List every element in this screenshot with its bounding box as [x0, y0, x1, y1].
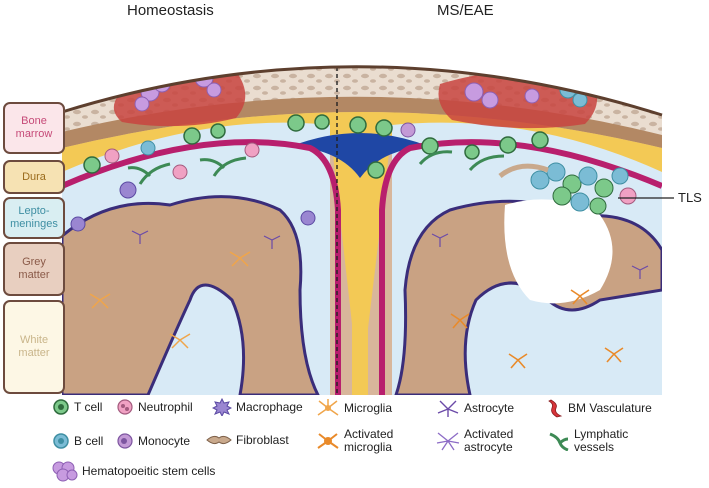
legend-monocyte-label: Monocyte	[138, 433, 191, 448]
legend-microglia-label: Microglia	[344, 400, 393, 415]
layer-label-5: White matter	[3, 300, 65, 394]
macrophage-icon	[212, 398, 232, 416]
left-pia	[62, 139, 341, 395]
astrocytes	[131, 230, 649, 279]
dura-cells	[70, 114, 549, 232]
layer-label-4: Grey matter	[3, 242, 65, 296]
legend-t-cell-label: T cell	[74, 399, 103, 414]
lymphatic-vessels-icon	[549, 432, 569, 451]
b-cell-icon	[53, 433, 69, 449]
legend-hsc-label: Hematopoeitic stem cells	[82, 463, 216, 478]
legend-lymphatic-vessels-label: Lymphatic vessels	[574, 427, 629, 454]
hsc-icon	[52, 461, 78, 482]
falx-core	[352, 140, 368, 395]
lymphatic-vessels	[127, 150, 505, 185]
right-pia	[379, 139, 662, 395]
activated-microglia-icon	[317, 433, 339, 449]
left-grey-matter	[62, 195, 321, 395]
layer-label-2: Dura	[3, 160, 65, 194]
microglia-left	[89, 251, 251, 349]
legend-bm-vasculature-label: BM Vasculature	[568, 400, 652, 415]
fibroblast-icon	[206, 435, 232, 445]
legend-fibroblast-label: Fibroblast	[236, 432, 289, 447]
bm-vasculature-icon	[548, 399, 563, 418]
legend-bm-vasculature: BM Vasculature	[548, 398, 652, 418]
legend-b-cell: B cell	[52, 432, 103, 450]
layer-label-3: Lepto- meninges	[3, 197, 65, 239]
legend-astrocyte-label: Astrocyte	[464, 400, 515, 415]
legend-fibroblast: Fibroblast	[206, 432, 289, 448]
legend-t-cell: T cell	[52, 398, 102, 416]
legend-macrophage-label: Macrophage	[236, 399, 303, 414]
legend-hsc: Hematopoeitic stem cells	[50, 460, 215, 482]
legend-activated-microglia: Activated microglia	[316, 428, 393, 454]
activated-microglia-right	[450, 289, 624, 369]
tls-cluster	[498, 162, 637, 215]
legend-monocyte: Monocyte	[116, 432, 190, 450]
right-panel-title: MS/EAE	[437, 2, 494, 19]
legend-b-cell-label: B cell	[74, 433, 104, 448]
legend-astrocyte: Astrocyte	[436, 398, 514, 418]
legend-activated-astrocyte-label: Activated astrocyte	[464, 427, 514, 454]
legend-macrophage: Macrophage	[212, 398, 303, 416]
legend-activated-microglia-label: Activated microglia	[344, 427, 394, 454]
legend-lymphatic-vessels: Lymphatic vessels	[548, 428, 628, 454]
left-panel-title: Homeostasis	[127, 2, 214, 19]
lesion	[504, 199, 613, 304]
microglia-icon	[317, 399, 339, 416]
legend-microglia: Microglia	[316, 398, 392, 418]
layer-label-1: Bone marrow	[3, 102, 65, 154]
skull-outline	[61, 65, 663, 117]
activated-astrocyte-icon	[436, 432, 460, 451]
astrocyte-icon	[437, 400, 459, 417]
legend-activated-astrocyte: Activated astrocyte	[436, 428, 513, 454]
sagittal-sinus	[292, 133, 428, 178]
meninges-scene	[62, 66, 662, 395]
t-cell-icon	[53, 399, 69, 415]
legend-neutrophil: Neutrophil	[116, 398, 193, 416]
monocyte-icon	[117, 433, 133, 449]
legend-neutrophil-label: Neutrophil	[138, 399, 193, 414]
tls-label: TLS	[678, 190, 702, 205]
neutrophil-icon	[117, 399, 133, 415]
